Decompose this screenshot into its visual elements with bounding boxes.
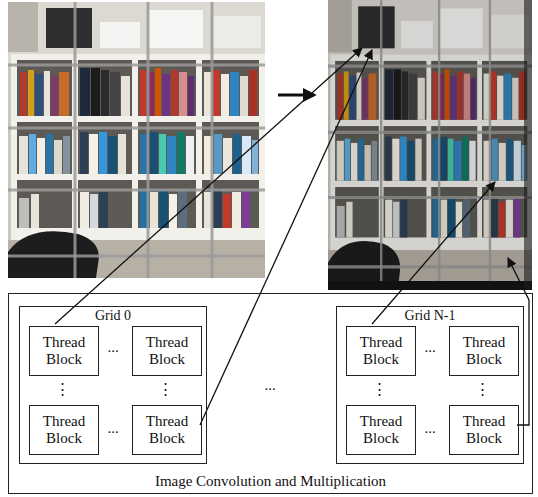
output-image: [328, 0, 532, 290]
node-text: Thread Block: [32, 413, 96, 448]
node-text: Thread Block: [349, 334, 413, 369]
node-text: Thread Block: [135, 413, 199, 448]
ellipsis: ⋮: [158, 382, 173, 397]
ellipsis: ...: [424, 421, 435, 436]
illustration-part: [328, 281, 532, 290]
ellipsis: ...: [107, 340, 118, 355]
thread-block: Thread Block: [29, 405, 99, 455]
illustration-part: [524, 0, 532, 290]
ellipsis: ⋮: [55, 382, 70, 397]
ellipsis: ⋮: [475, 382, 490, 397]
input-image: [8, 2, 265, 278]
thread-block: Thread Block: [449, 405, 519, 455]
node-text: Thread Block: [452, 334, 516, 369]
thread-block: Thread Block: [449, 326, 519, 376]
node-text: Thread Block: [32, 334, 96, 369]
ellipsis: ...: [107, 421, 118, 436]
thread-block: Thread Block: [132, 405, 202, 455]
illustration-part: [372, 182, 495, 324]
thread-block: Thread Block: [132, 326, 202, 376]
ellipsis: ...: [424, 340, 435, 355]
node-text: Grid N-1: [337, 307, 523, 324]
illustration-part: [55, 48, 362, 324]
grid-box: Grid N-1Thread BlockThread BlockThread B…: [336, 306, 524, 464]
node-text: Thread Block: [452, 413, 516, 448]
node-text: Image Convolution and Multiplication: [9, 472, 532, 490]
kernel-panel: Image Convolution and Multiplication Grid…: [8, 293, 533, 494]
node-text: Thread Block: [349, 413, 413, 448]
grid-box: Grid 0Thread BlockThread BlockThread Blo…: [19, 306, 207, 464]
thread-block: Thread Block: [346, 405, 416, 455]
illustration-part: [328, 0, 532, 290]
mapping-arrows: [55, 48, 529, 425]
node-text: Thread Block: [135, 334, 199, 369]
thread-block: Thread Block: [29, 326, 99, 376]
ellipsis: ⋮: [372, 382, 387, 397]
node-text: Grid 0: [20, 307, 206, 324]
thread-block: Thread Block: [346, 326, 416, 376]
illustration-part: [328, 0, 532, 290]
ellipsis: ...: [264, 378, 275, 393]
